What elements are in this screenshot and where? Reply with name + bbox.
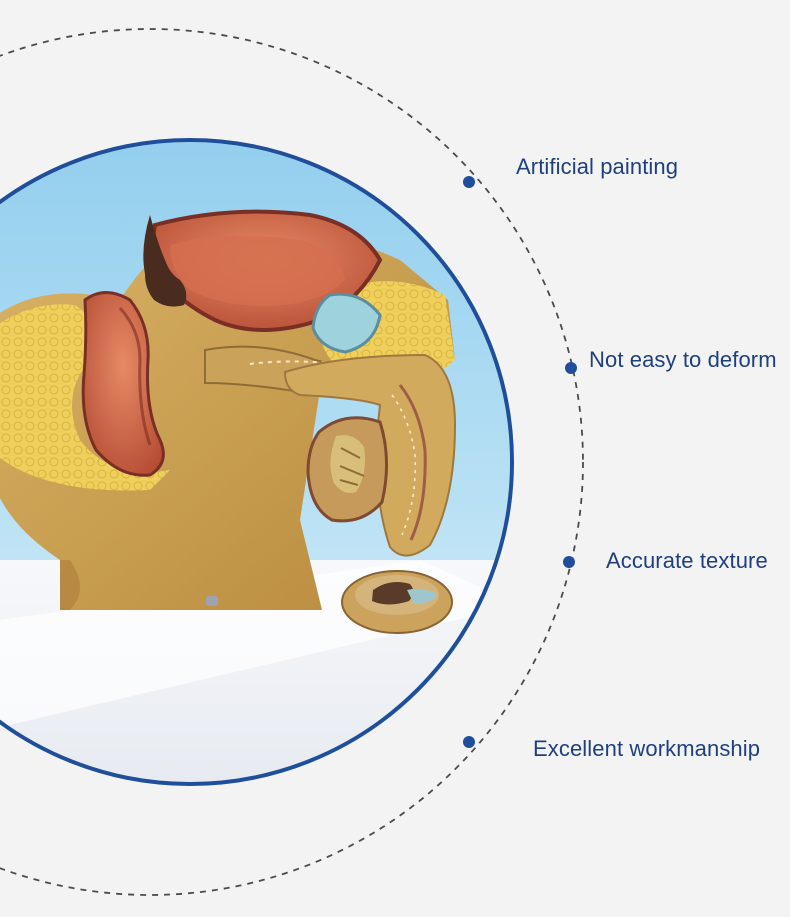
feature-label-artificial-painting: Artificial painting: [516, 154, 679, 179]
outer-dashed-ring: [0, 28, 584, 896]
dot-icon: [463, 736, 475, 748]
feature-label-accurate-texture: Accurate texture: [606, 548, 768, 573]
dot-icon: [463, 176, 475, 188]
dot-icon: [565, 362, 577, 374]
feature-label-excellent-workmanship: Excellent workmanship: [533, 736, 761, 761]
photo-frame-ring: [0, 138, 514, 786]
feature-label-not-easy-to-deform: Not easy to deform: [589, 347, 777, 372]
dot-icon: [563, 556, 575, 568]
product-photo: [0, 142, 510, 782]
